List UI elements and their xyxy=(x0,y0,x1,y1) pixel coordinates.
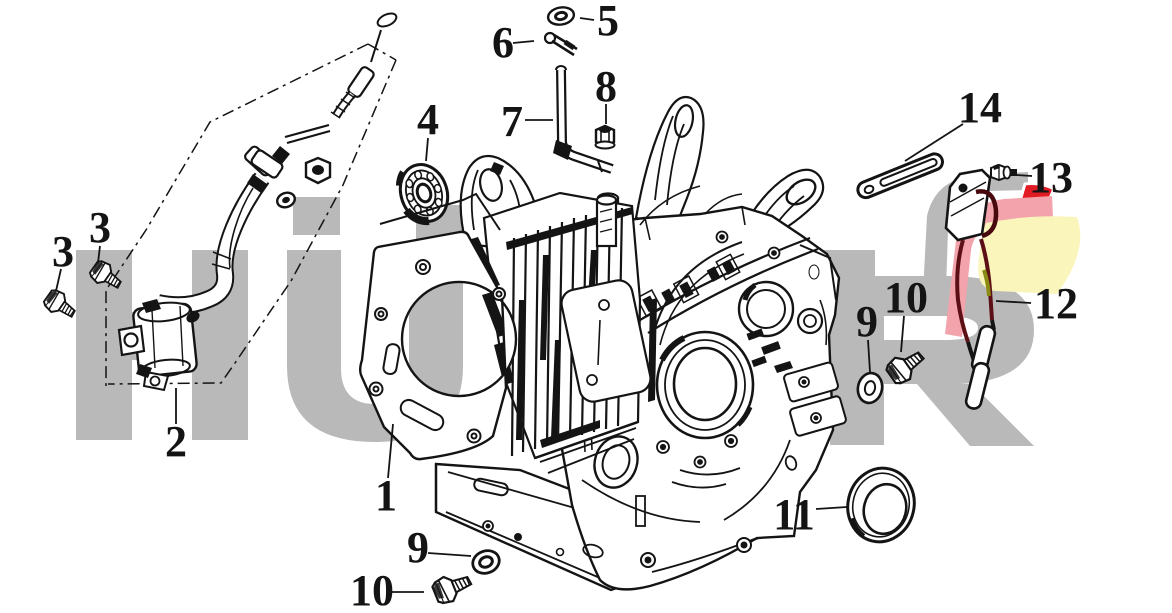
svg-text:6: 6 xyxy=(492,18,514,67)
svg-text:5: 5 xyxy=(597,0,619,45)
svg-text:12: 12 xyxy=(1034,279,1078,328)
svg-text:10: 10 xyxy=(350,566,394,613)
svg-text:2: 2 xyxy=(165,417,187,466)
svg-text:4: 4 xyxy=(417,95,439,144)
svg-text:11: 11 xyxy=(773,490,815,539)
svg-text:10: 10 xyxy=(884,273,928,322)
svg-text:7: 7 xyxy=(501,97,523,146)
svg-text:1: 1 xyxy=(375,471,397,520)
svg-text:3: 3 xyxy=(89,203,111,252)
svg-text:14: 14 xyxy=(958,83,1002,132)
svg-text:9: 9 xyxy=(856,297,878,346)
svg-text:13: 13 xyxy=(1029,153,1073,202)
svg-text:8: 8 xyxy=(595,62,617,111)
svg-text:3: 3 xyxy=(52,227,74,276)
svg-text:9: 9 xyxy=(407,523,429,572)
